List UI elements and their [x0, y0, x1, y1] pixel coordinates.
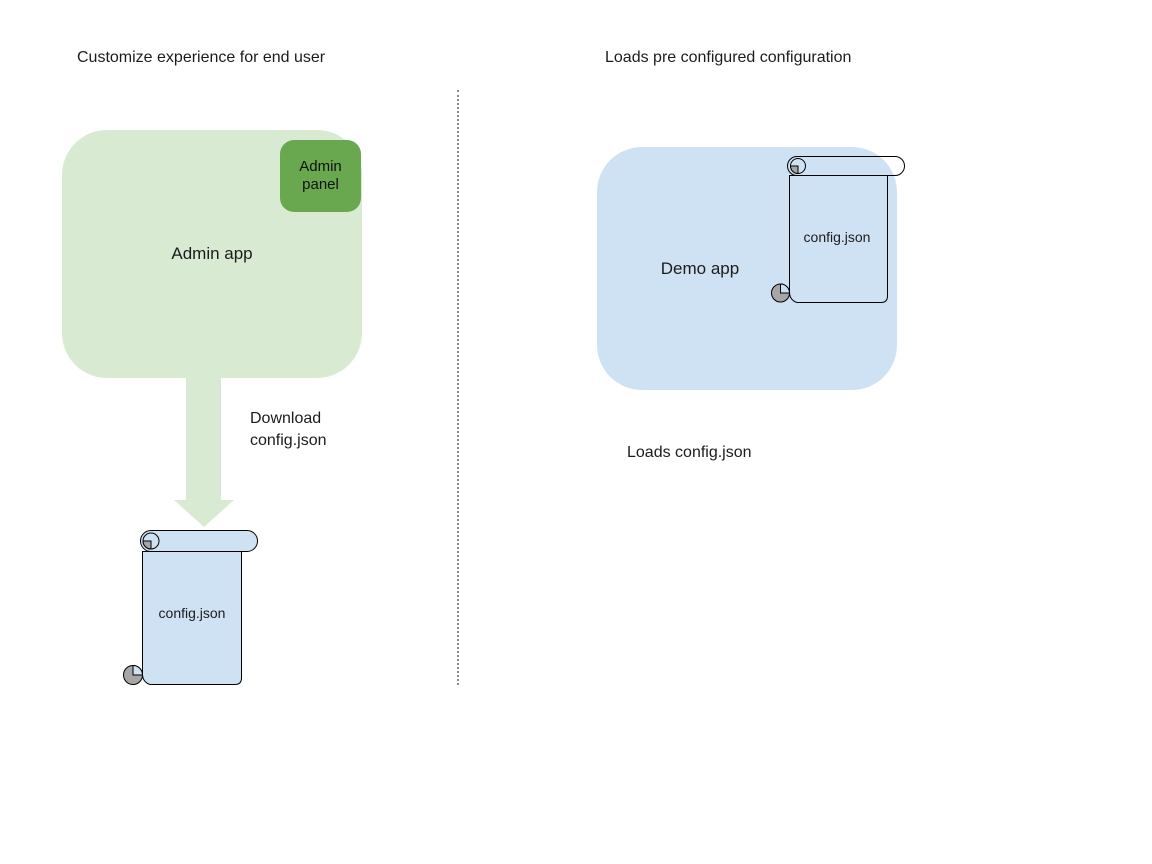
download-arrow-label: Download config.json: [250, 410, 327, 449]
config-json-scroll-right: [771, 156, 905, 303]
config-json-scroll-left: [123, 530, 258, 685]
admin-app-box: Admin app Admin panel: [62, 130, 362, 378]
admin-panel-box: Admin panel: [280, 140, 361, 212]
left-section-title: Customize experience for end user: [77, 49, 326, 66]
admin-app-label: Admin app: [171, 244, 253, 263]
right-section-title: Loads pre configured configuration: [605, 49, 852, 66]
demo-app-box: [597, 147, 897, 390]
loads-config-caption: Loads config.json: [627, 444, 752, 461]
config-json-label-left: config.json: [158, 605, 226, 621]
section-divider: [457, 90, 459, 685]
admin-panel-label: Admin panel: [299, 158, 342, 193]
config-json-label-right: config.json: [803, 229, 871, 245]
download-arrow: [174, 378, 234, 527]
demo-app-label: Demo app: [660, 259, 740, 278]
